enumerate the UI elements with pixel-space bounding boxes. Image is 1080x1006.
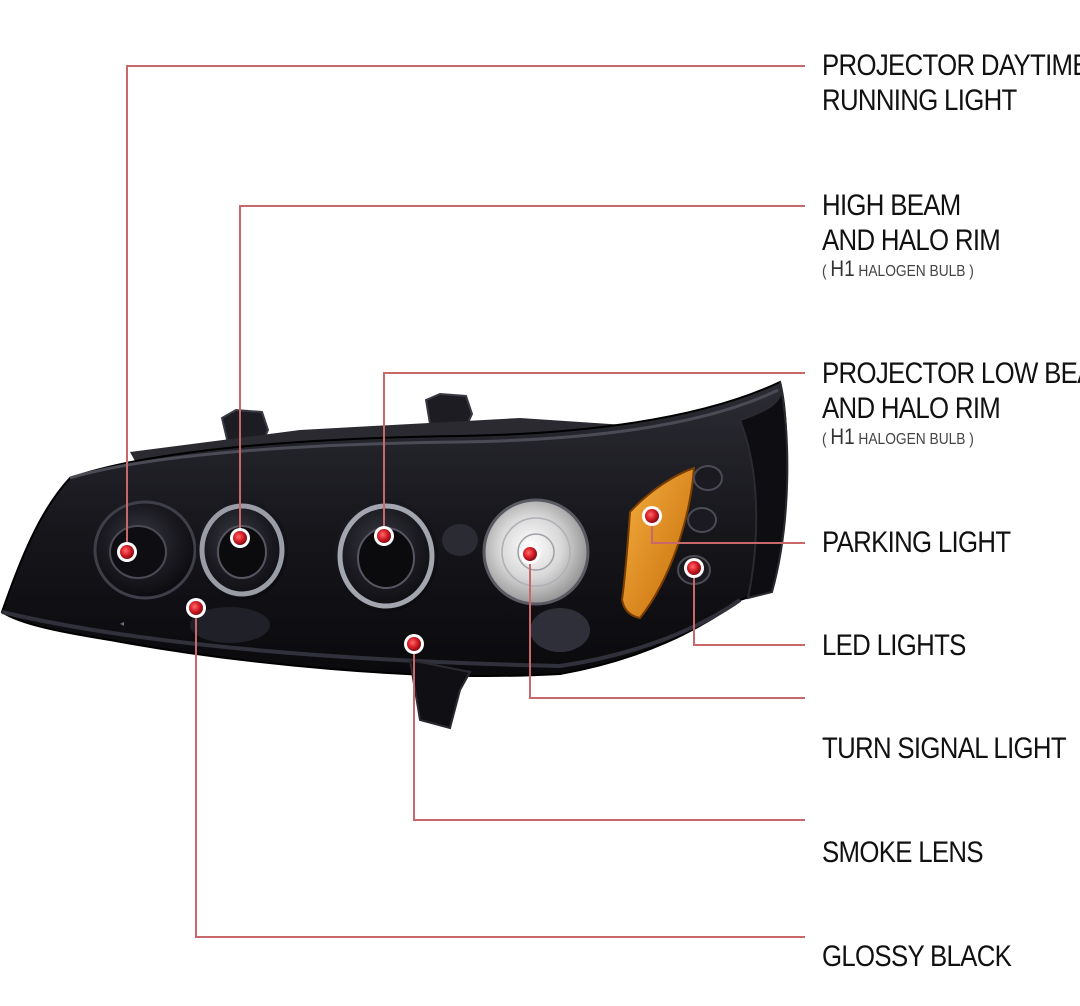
label-low-beam-line-2: AND HALO RIM: [822, 392, 1001, 425]
marker-glossy-black: [186, 598, 206, 618]
label-led-lights-text: LED LIGHTS: [822, 629, 966, 662]
label-low-beam-line-1: PROJECTOR LOW BEAM: [822, 357, 1080, 390]
marker-high-beam: [230, 528, 250, 548]
marker-turn-signal: [520, 544, 540, 564]
label-high-beam-line-1: HIGH BEAM: [822, 189, 961, 222]
label-smoke-lens: SMOKE LENS: [822, 835, 984, 870]
label-turn-signal-text: TURN SIGNAL LIGHT: [822, 732, 1067, 765]
leader-high-beam: [239, 205, 805, 538]
label-parking-light: PARKING LIGHT: [822, 525, 1011, 560]
svg-text:◂: ◂: [120, 619, 124, 628]
label-drl: PROJECTOR DAYTIME RUNNING LIGHT: [822, 48, 1080, 118]
label-low-beam: PROJECTOR LOW BEAM AND HALO RIM ( H1 HAL…: [822, 356, 1080, 451]
markers: [117, 506, 704, 654]
marker-parking-light: [642, 506, 662, 526]
label-parking-light-text: PARKING LIGHT: [822, 526, 1011, 559]
leader-led-lights: [693, 568, 805, 646]
marker-smoke-lens: [404, 634, 424, 654]
label-turn-signal: TURN SIGNAL LIGHT: [822, 731, 1067, 766]
leader-glossy-black: [195, 608, 805, 938]
label-drl-line-1: PROJECTOR DAYTIME: [822, 49, 1080, 82]
bulb-code: H1: [830, 424, 855, 449]
label-led-lights: LED LIGHTS: [822, 628, 966, 663]
leader-low-beam: [383, 372, 805, 536]
label-glossy-black: GLOSSY BLACK: [822, 939, 1012, 974]
label-high-beam: HIGH BEAM AND HALO RIM ( H1 HALOGEN BULB…: [822, 188, 1001, 283]
leader-turn-signal: [529, 554, 805, 699]
label-smoke-lens-text: SMOKE LENS: [822, 836, 984, 869]
leader-smoke-lens: [413, 644, 805, 821]
label-high-beam-line-2: AND HALO RIM: [822, 224, 1001, 257]
label-low-beam-bulb: ( H1 HALOGEN BULB ): [822, 424, 974, 449]
marker-drl: [117, 542, 137, 562]
marker-led-lights: [684, 558, 704, 578]
label-high-beam-bulb: ( H1 HALOGEN BULB ): [822, 256, 974, 281]
marker-low-beam: [374, 526, 394, 546]
leader-drl: [126, 65, 805, 552]
label-drl-line-2: RUNNING LIGHT: [822, 84, 1017, 117]
bulb-type: HALOGEN BULB: [858, 431, 966, 448]
bulb-type: HALOGEN BULB: [858, 263, 966, 280]
label-glossy-black-text: GLOSSY BLACK: [822, 940, 1012, 973]
leader-lines: [126, 65, 805, 938]
bulb-code: H1: [830, 256, 855, 281]
